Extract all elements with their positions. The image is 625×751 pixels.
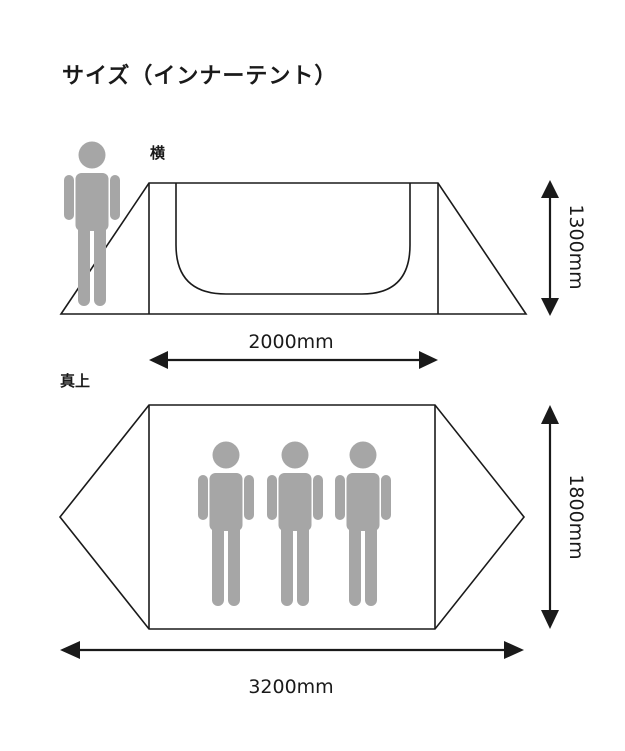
top-width-label: 3200mm bbox=[248, 676, 333, 698]
side-width-label: 2000mm bbox=[248, 331, 333, 353]
side-tent-outline bbox=[59, 182, 528, 315]
top-depth-arrow bbox=[541, 405, 559, 629]
top-person-icon-1 bbox=[198, 441, 254, 606]
top-view-label: 真上 bbox=[60, 372, 91, 390]
top-person-icon-3 bbox=[335, 441, 391, 606]
side-height-arrow bbox=[541, 180, 559, 316]
side-person-icon bbox=[64, 141, 120, 306]
side-width-arrow bbox=[149, 351, 438, 369]
top-depth-label: 1800mm bbox=[565, 474, 587, 559]
side-view bbox=[59, 182, 528, 315]
top-view bbox=[58, 404, 526, 630]
side-door-panel bbox=[175, 183, 411, 295]
page-title: サイズ（インナーテント） bbox=[62, 64, 338, 89]
side-view-label: 横 bbox=[150, 144, 166, 162]
side-height-label: 1300mm bbox=[565, 204, 587, 289]
top-width-arrow bbox=[60, 641, 524, 659]
top-person-icon-2 bbox=[267, 441, 323, 606]
